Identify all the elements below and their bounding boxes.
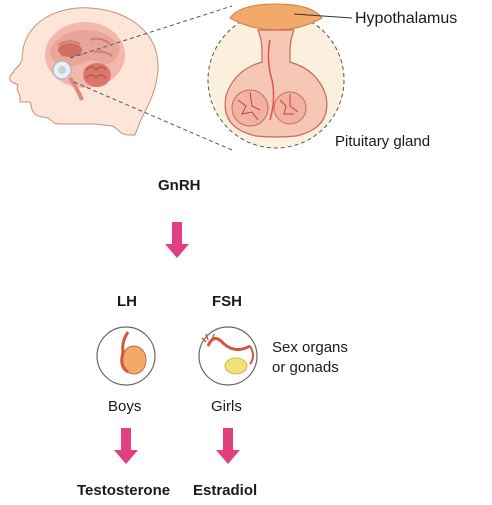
arrow-gnrh-down [165, 222, 189, 258]
testosterone-label: Testosterone [77, 482, 171, 499]
fsh-label: FSH [212, 293, 242, 310]
arrow-girls-down [216, 428, 240, 464]
lh-label: LH [117, 293, 137, 310]
hypothalamus-label: Hypothalamus [355, 10, 458, 27]
magnified-pituitary [207, 3, 353, 149]
estradiol-label: Estradiol [193, 482, 258, 499]
arrows [114, 222, 240, 464]
gnrh-label: GnRH [158, 177, 201, 194]
sex-organs-label-1: Sex organs [272, 339, 348, 356]
sex-organs-label-2: or gonads [272, 359, 339, 376]
ovary-icon [198, 326, 258, 386]
zoom-lines [69, 5, 233, 151]
head-illustration [9, 7, 159, 136]
arrow-boys-down [114, 428, 138, 464]
pituitary-label: Pituitary gland [335, 133, 431, 150]
testis-icon [96, 326, 156, 386]
boys-label: Boys [108, 398, 142, 415]
girls-label: Girls [211, 398, 242, 415]
